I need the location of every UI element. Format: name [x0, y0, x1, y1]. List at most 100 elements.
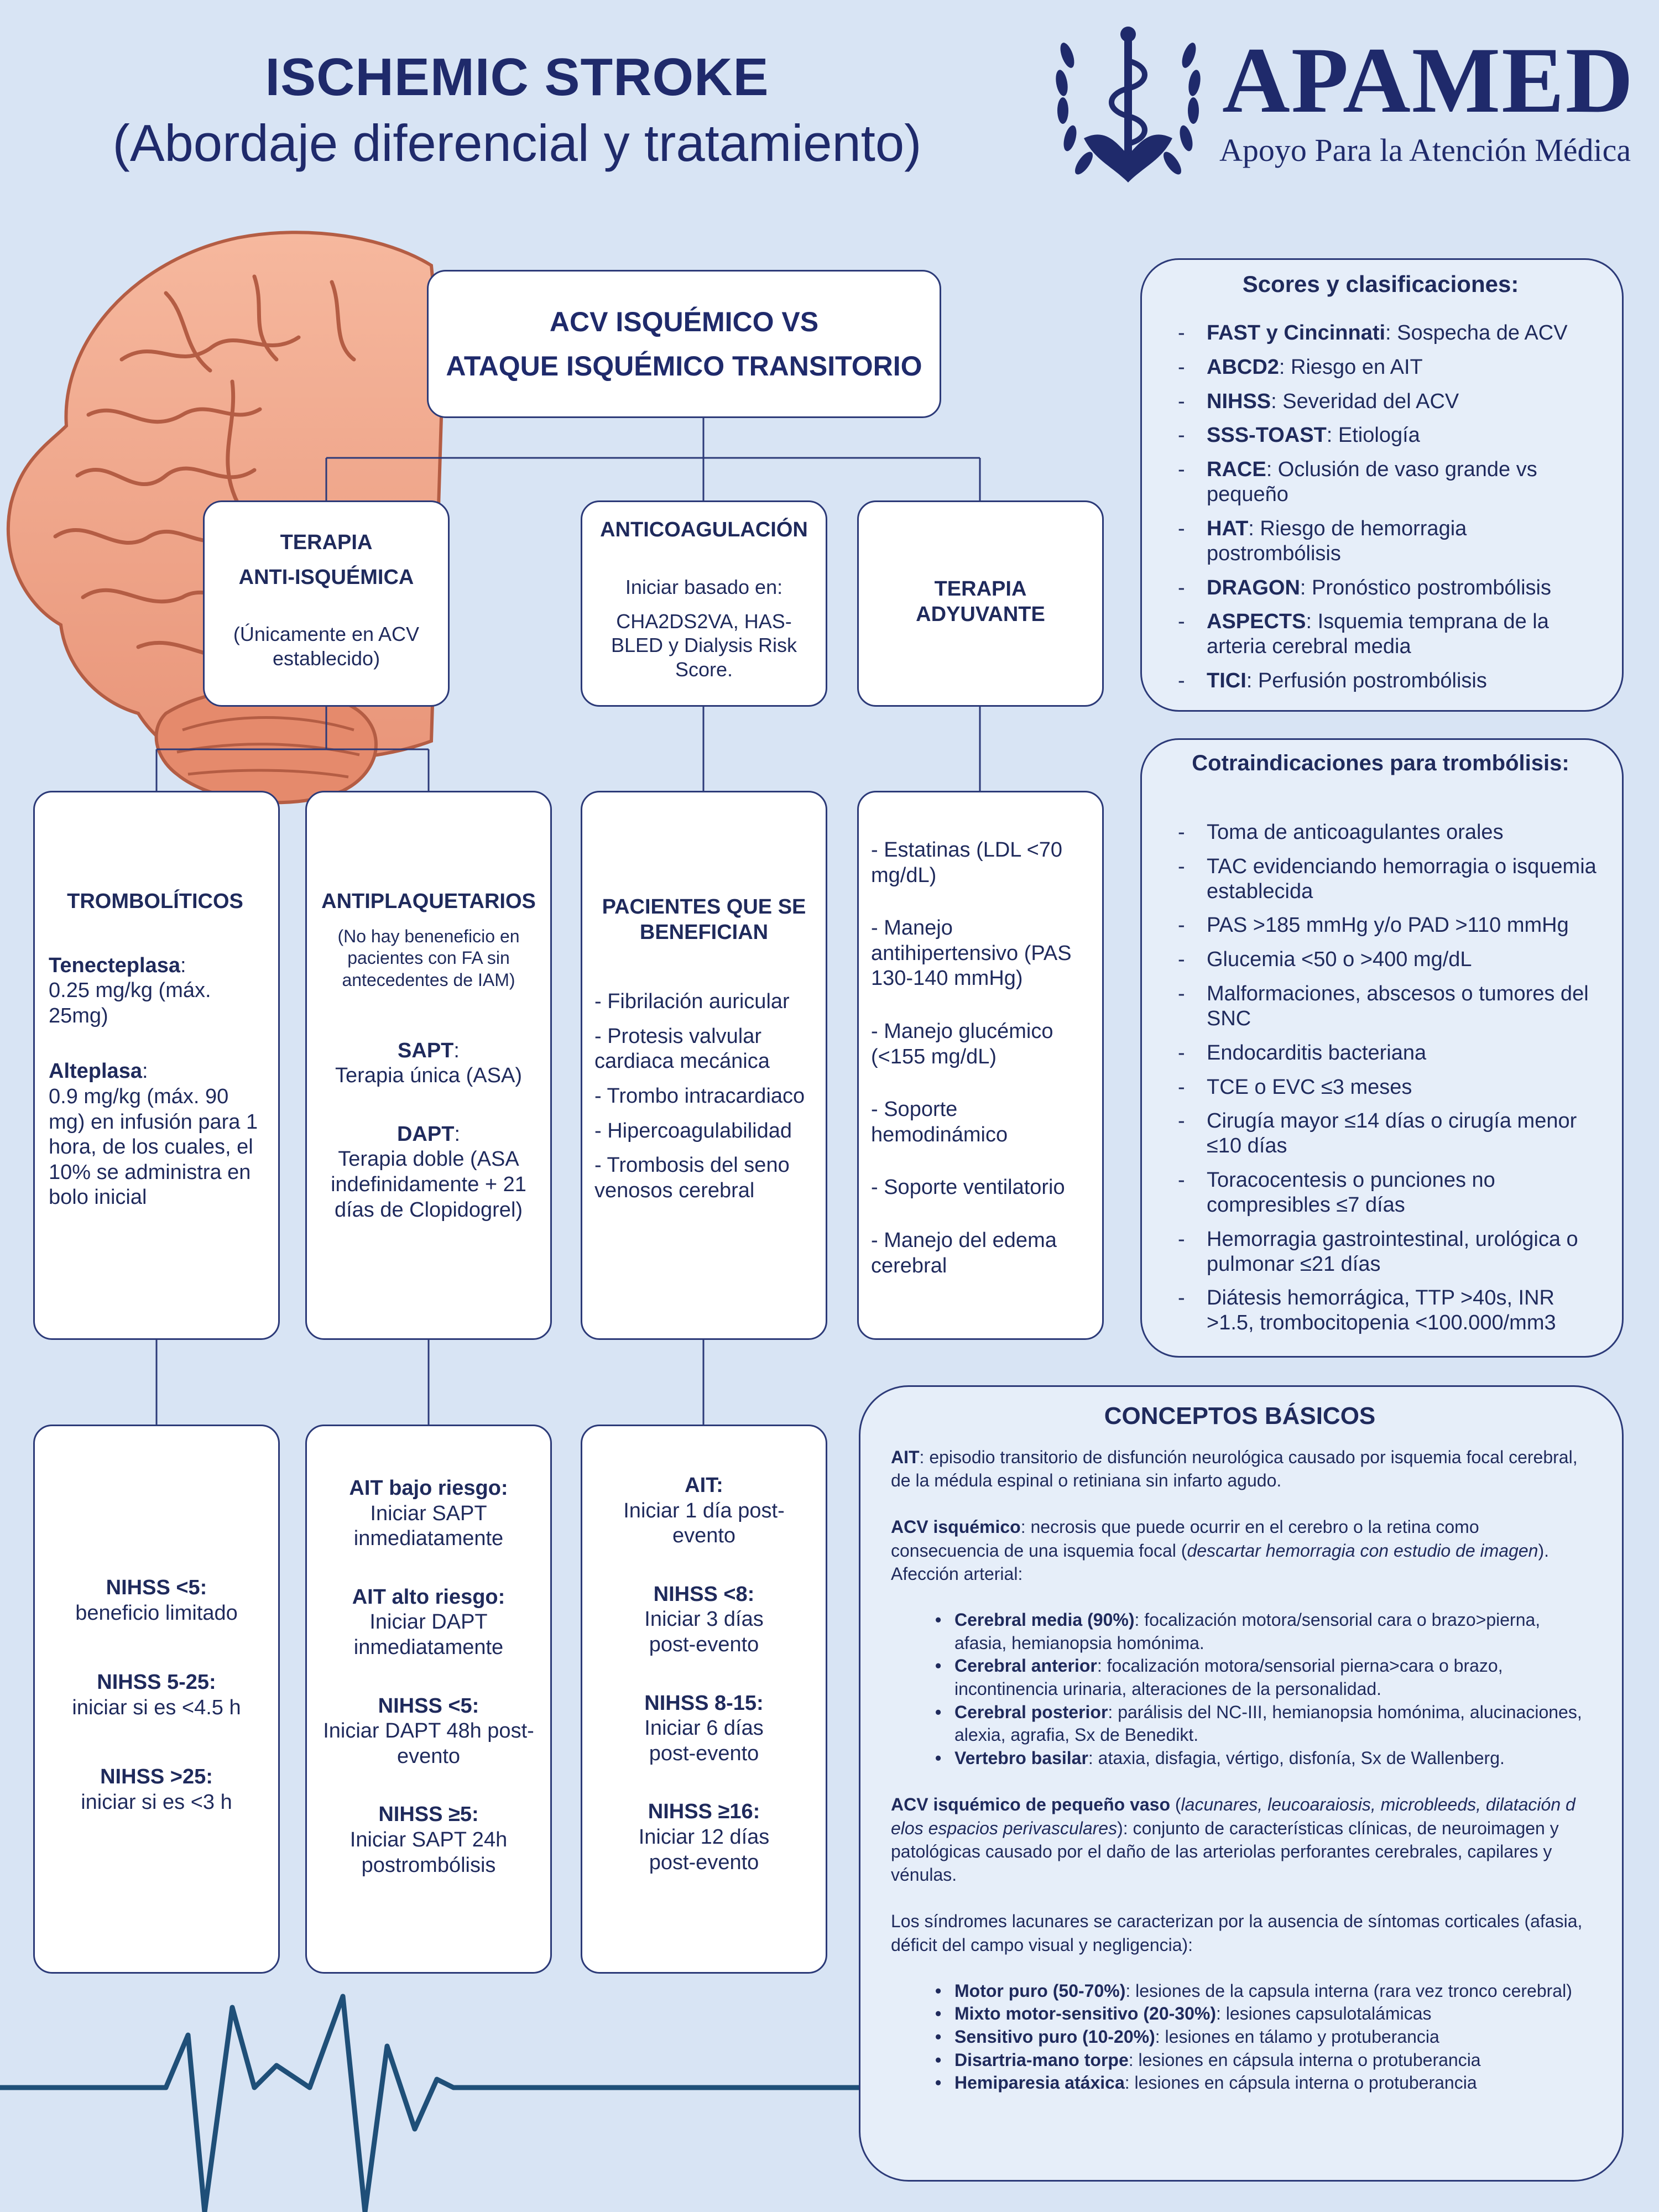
logo-tagline: Apoyo Para la Atención Médica — [1219, 132, 1631, 168]
timing-desc: Iniciar 1 día post-evento — [623, 1499, 785, 1548]
lacunar-item: Hemiparesia atáxica: lesiones en cápsula… — [891, 2072, 1589, 2095]
nihss-entry: NIHSS <5: beneficio limitado — [35, 1575, 278, 1626]
nihss-label: NIHSS >25: — [100, 1765, 213, 1789]
antiplatelets-title: ANTIPLAQUETARIOS — [321, 890, 536, 913]
nihss-thrombolysis-box: NIHSS <5: beneficio limitado NIHSS 5-25:… — [33, 1425, 280, 1974]
dapt-block: DAPT: Terapia doble (ASA indefinidamente… — [319, 1122, 538, 1223]
score-item: HAT: Riesgo de hemorragia postrombólisis — [1156, 517, 1605, 566]
contraindications-title: Cotraindicaciones para trombólisis: — [1192, 751, 1569, 775]
contraindication-item: Malformaciones, abscesos o tumores del S… — [1156, 982, 1605, 1031]
artery-item: Cerebral media (90%): focalización motor… — [891, 1609, 1589, 1655]
contraindication-item: Diátesis hemorrágica, TTP >40s, INR >1.5… — [1156, 1286, 1605, 1335]
timing-entry: AIT: Iniciar 1 día post-evento — [621, 1473, 787, 1549]
contraindication-item: Toma de anticoagulantes orales — [1156, 820, 1605, 845]
adjuvant-box: TERAPIA ADYUVANTE — [857, 500, 1104, 707]
score-item: FAST y Cincinnati: Sospecha de ACV — [1156, 321, 1605, 346]
scores-title: Scores y clasificaciones: — [1242, 271, 1519, 297]
adjuvant-item: - Estatinas (LDL <70 mg/dL) — [871, 838, 1063, 887]
dapt-desc: Terapia doble (ASA indefinidamente + 21 … — [331, 1147, 526, 1222]
adjuvant-item: - Manejo del edema cerebral — [871, 1228, 1057, 1277]
logo-name: APAMED — [1222, 28, 1635, 132]
sapt-desc: Terapia única (ASA) — [335, 1064, 522, 1088]
timing-entry: NIHSS <8: Iniciar 3 días post-evento — [621, 1582, 787, 1658]
contraindications-list: Toma de anticoagulantes orales TAC evide… — [1156, 820, 1605, 1335]
contraindication-item: Toracocentesis o punciones no compresibl… — [1156, 1168, 1605, 1218]
arteries-list: Cerebral media (90%): focalización motor… — [891, 1609, 1589, 1770]
nihss-desc: iniciar si es <4.5 h — [72, 1695, 241, 1719]
tenecteplase-name: Tenecteplasa — [49, 953, 180, 977]
beneficiary-item: - Protesis valvular cardiaca mecánica — [594, 1024, 770, 1073]
tenecteplase-dose: 0.25 mg/kg (máx. 25mg) — [49, 979, 211, 1027]
anti-ischemic-title1: TERAPIA — [280, 531, 373, 554]
nihss-entry: NIHSS 5-25: iniciar si es <4.5 h — [35, 1670, 278, 1720]
beneficiaries-list: - Fibrilación auricular - Protesis valvu… — [594, 989, 813, 1203]
beneficiary-item: - Trombosis del seno venosos cerebral — [594, 1154, 790, 1202]
contraindication-item: TCE o EVC ≤3 meses — [1156, 1075, 1605, 1100]
nihss-entry: NIHSS >25: iniciar si es <3 h — [35, 1765, 278, 1815]
alteplase-dose: 0.9 mg/kg (máx. 90 mg) en infusión para … — [49, 1084, 258, 1209]
ecg-wave — [0, 1994, 868, 2212]
nihss-desc: iniciar si es <3 h — [81, 1790, 232, 1814]
lacunar-intro: Los síndromes lacunares se caracterizan … — [891, 1911, 1583, 1955]
anticoagulation-intro: Iniciar basado en: — [625, 575, 783, 598]
lacunar-item: Disartria-mano torpe: lesiones en cápsul… — [891, 2049, 1589, 2072]
nihss-label: NIHSS 5-25: — [97, 1671, 216, 1694]
artery-item: Cerebral posterior: parálisis del NC-III… — [891, 1701, 1589, 1747]
adjuvant-item: - Soporte ventilatorio — [871, 1176, 1065, 1199]
anti-ischemic-title2: ANTI-ISQUÉMICA — [238, 565, 414, 589]
artery-item: Cerebral anterior: focalización motora/s… — [891, 1655, 1589, 1700]
adjuvant-title2: ADYUVANTE — [916, 602, 1045, 626]
beneficiaries-box: PACIENTES QUE SE BENEFICIAN - Fibrilació… — [581, 791, 827, 1340]
alteplase-block: Alteplasa: 0.9 mg/kg (máx. 90 mg) en inf… — [49, 1059, 262, 1211]
small-vessel-definition: ACV isquémico de pequeño vaso (lacunares… — [891, 1794, 1575, 1885]
score-item: NIHSS: Severidad del ACV — [1156, 389, 1605, 414]
score-item: TICI: Perfusión postrombólisis — [1156, 669, 1605, 693]
timing-label: NIHSS 8-15: — [644, 1691, 764, 1715]
sapt-name: SAPT — [398, 1039, 454, 1062]
timing-label: AIT alto riesgo: — [352, 1585, 505, 1609]
main-comparison-box: ACV ISQUÉMICO VS ATAQUE ISQUÉMICO TRANSI… — [427, 270, 941, 418]
beneficiary-item: - Hipercoagulabilidad — [594, 1119, 792, 1142]
nihss-desc: beneficio limitado — [75, 1601, 238, 1625]
tenecteplase-block: Tenecteplasa: 0.25 mg/kg (máx. 25mg) — [49, 953, 262, 1029]
caduceus-eagle-laurel-icon — [1056, 27, 1201, 182]
score-item: ASPECTS: Isquemia temprana de la arteria… — [1156, 609, 1605, 659]
anti-ischemic-box: TERAPIA ANTI-ISQUÉMICA (Únicamente en AC… — [203, 500, 450, 707]
lacunar-item: Motor puro (50-70%): lesiones de la caps… — [891, 1980, 1589, 2003]
thrombolytics-box: TROMBOLÍTICOS Tenecteplasa: 0.25 mg/kg (… — [33, 791, 280, 1340]
timing-desc: Iniciar DAPT 48h post-evento — [323, 1719, 534, 1768]
concepts-title: CONCEPTOS BÁSICOS — [1104, 1402, 1376, 1430]
lacunar-item: Sensitivo puro (10-20%): lesiones en tál… — [891, 2026, 1589, 2049]
adjuvant-list-box: - Estatinas (LDL <70 mg/dL) - Manejo ant… — [857, 791, 1104, 1340]
timing-label: NIHSS <5: — [378, 1694, 479, 1718]
nihss-label: NIHSS <5: — [106, 1576, 207, 1599]
timing-entry: NIHSS 8-15: Iniciar 6 días post-evento — [621, 1691, 787, 1767]
timing-desc: Iniciar 3 días post-evento — [644, 1608, 764, 1656]
score-item: SSS-TOAST: Etiología — [1156, 423, 1605, 448]
adjuvant-item: - Manejo antihipertensivo (PAS 130-140 m… — [871, 916, 1072, 990]
score-item: ABCD2: Riesgo en AIT — [1156, 355, 1605, 380]
alteplase-name: Alteplasa — [49, 1060, 142, 1083]
beneficiary-item: - Fibrilación auricular — [594, 990, 790, 1014]
adjuvant-title1: TERAPIA — [934, 577, 1027, 601]
timing-label: AIT: — [685, 1474, 723, 1497]
scores-panel: Scores y clasificaciones: FAST y Cincinn… — [1140, 258, 1624, 712]
score-item: DRAGON: Pronóstico postrombólisis — [1156, 576, 1605, 601]
timing-label: NIHSS ≥5: — [378, 1803, 479, 1827]
timing-label: AIT bajo riesgo: — [349, 1477, 508, 1500]
contraindication-item: Glucemia <50 o >400 mg/dL — [1156, 947, 1605, 972]
page-title: ISCHEMIC STROKE — [265, 48, 769, 107]
timing-entry: AIT alto riesgo: Iniciar DAPT inmediatam… — [318, 1585, 539, 1661]
anticoagulation-body: CHA2DS2VA, HAS-BLED y Dialysis Risk Scor… — [611, 609, 797, 681]
sapt-block: SAPT: Terapia única (ASA) — [319, 1039, 538, 1089]
beneficiary-item: - Trombo intracardiaco — [594, 1084, 805, 1108]
scores-list: FAST y Cincinnati: Sospecha de ACV ABCD2… — [1156, 321, 1605, 693]
antiplatelets-note: (No hay beneneficio en pacientes con FA … — [337, 926, 520, 990]
main-title-line2: ATAQUE ISQUÉMICO TRANSITORIO — [446, 351, 922, 382]
antiplatelet-timing-box: AIT bajo riesgo: Iniciar SAPT inmediatam… — [305, 1425, 552, 1974]
contraindications-panel: Cotraindicaciones para trombólisis: Toma… — [1140, 738, 1624, 1358]
timing-entry: NIHSS ≥5: Iniciar SAPT 24h postrombólisi… — [318, 1802, 539, 1878]
score-item: RACE: Oclusión de vaso grande vs pequeño — [1156, 457, 1605, 507]
timing-label: NIHSS ≥16: — [648, 1800, 760, 1824]
